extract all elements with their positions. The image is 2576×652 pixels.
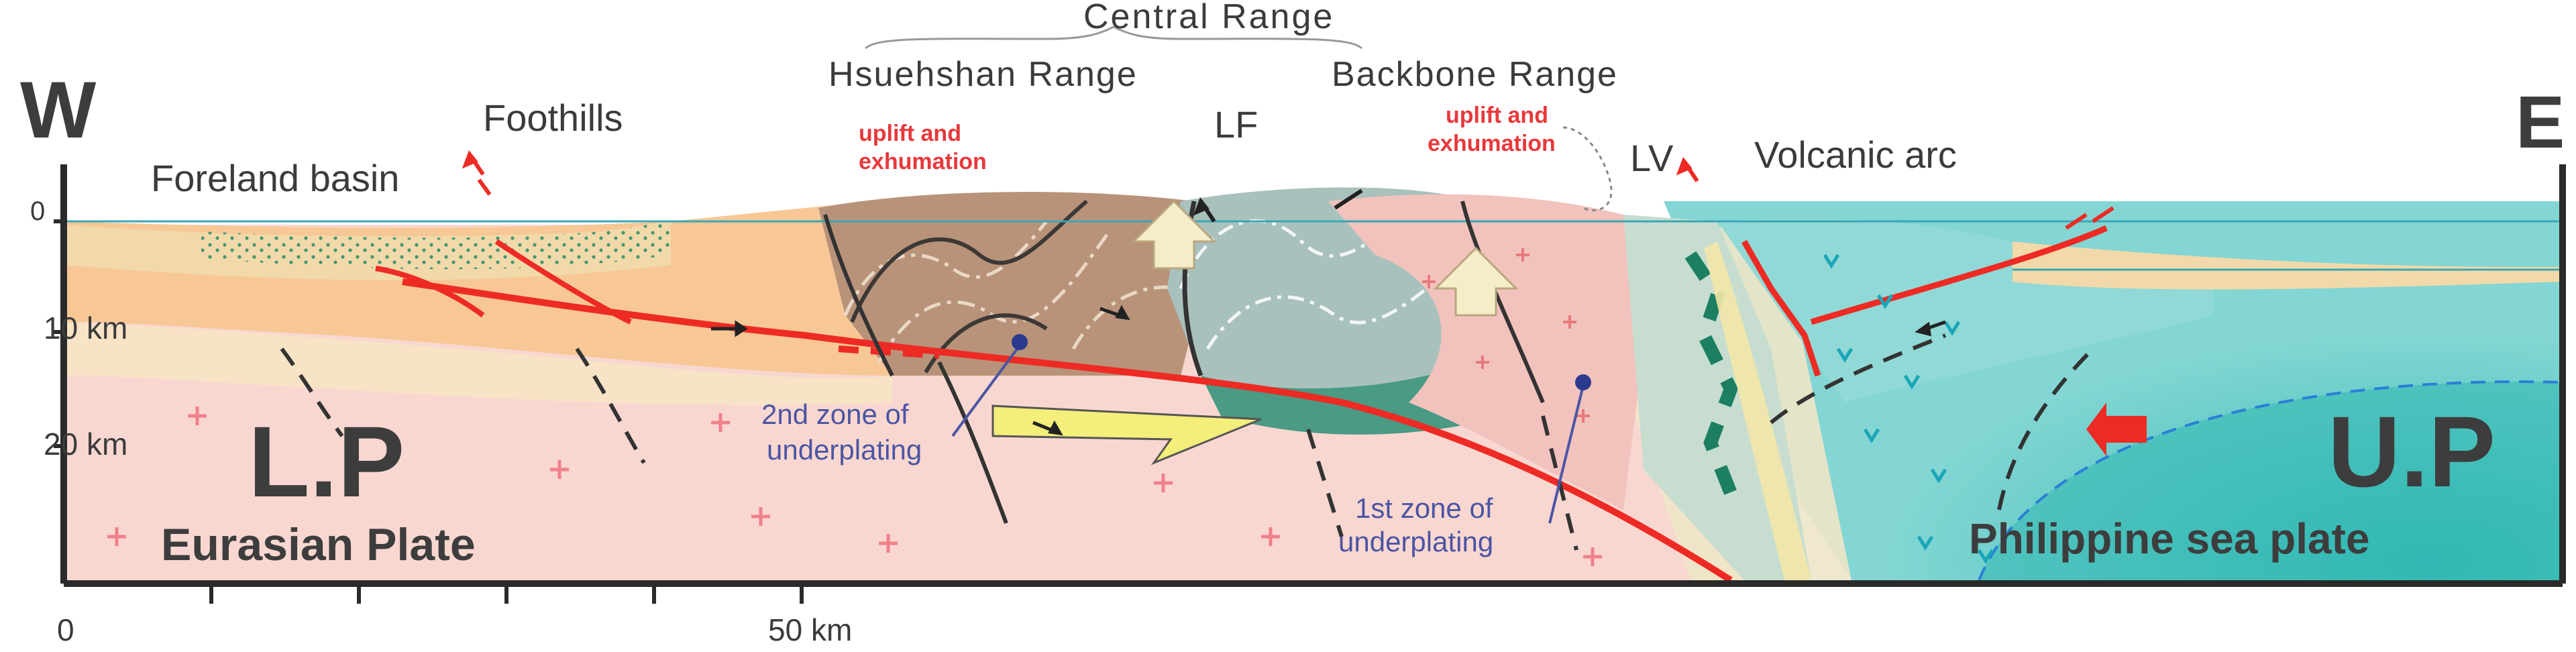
underplating-2-dot (1012, 334, 1028, 350)
slip-arrows (711, 305, 1946, 436)
eastern-belt-yellow (1704, 241, 1811, 580)
eurasian-plate-crosses (107, 406, 1602, 566)
depth-tick-10km: 10 km (44, 311, 127, 345)
foreland-basin-dots (201, 221, 671, 270)
label-lf: LF (1214, 103, 1258, 146)
depth-tick-20km: 20 km (44, 427, 127, 461)
underplating-1-dot (1575, 374, 1591, 390)
thrust-fault-2 (375, 266, 485, 318)
philippine-plate-boundary (1978, 380, 2563, 581)
label-lower-plate-abbr: L.P (248, 405, 405, 518)
uplift-arrow-backbone (1433, 246, 1519, 317)
label-uplift-1-line1: uplift and (859, 121, 961, 146)
convergence-arrow (2086, 402, 2147, 456)
label-philippine-plate: Philippine sea plate (1969, 514, 2370, 563)
underplating-1-leader (1548, 385, 1585, 524)
central-range-brace (865, 25, 1362, 50)
backbone-dotted-connector (1562, 126, 1613, 212)
hsuehshan-unit (818, 192, 1208, 376)
backbone-core-crosses (1422, 248, 1590, 423)
dark-fault-deep-2 (1306, 429, 1344, 537)
label-hsuehshan-range: Hsuehshan Range (828, 55, 1138, 94)
label-underplating-1-line1: 1st zone of (1355, 492, 1493, 524)
distance-tick-50km: 50 km (768, 612, 852, 647)
underthrust-yellow-arrow (991, 404, 1262, 466)
uplift-arrow-hsuehshan (1131, 199, 1217, 270)
underplating-2-leader (951, 344, 1021, 437)
label-backbone-range: Backbone Range (1332, 55, 1618, 94)
distance-axis-ticks (209, 584, 804, 604)
dark-fault-arc-2 (1997, 347, 2095, 510)
decollement-dashed (838, 345, 940, 359)
label-central-range: Central Range (1083, 0, 1334, 36)
suture-fault (1741, 239, 1821, 377)
label-underplating-1-line2: underplating (1338, 526, 1493, 557)
label-lv: LV (1630, 137, 1674, 179)
label-underplating-2-line2: underplating (767, 434, 922, 466)
direction-east: E (2516, 81, 2565, 164)
thrust-fault-1 (494, 239, 632, 325)
depth-axis-ticks (54, 219, 64, 448)
backbone-metamorphic-core (1328, 194, 1644, 510)
foreland-deep-layer (64, 322, 892, 405)
label-uplift-2-line1: uplift and (1446, 103, 1548, 128)
label-foreland-basin: Foreland basin (151, 157, 399, 199)
label-underplating-2-line1: 2nd zone of (761, 398, 909, 430)
foreland-right-sediment (2012, 241, 2563, 290)
direction-west: W (20, 65, 97, 155)
volcanic-arc-chevrons (1823, 254, 1994, 564)
label-upper-plate-abbr: U.P (2328, 395, 2496, 508)
dark-fault-arc (1770, 333, 1947, 425)
depth-tick-0: 0 (30, 197, 45, 226)
label-uplift-1-line2: exhumation (859, 149, 987, 174)
arc-fault (1810, 225, 2108, 325)
label-foothills: Foothills (483, 97, 623, 139)
label-uplift-2-line2: exhumation (1428, 131, 1556, 156)
dark-fault-west-1 (280, 347, 344, 437)
label-eurasian-plate: Eurasian Plate (161, 519, 476, 570)
philippine-plate-inner (1979, 381, 2563, 580)
label-volcanic-arc: Volcanic arc (1754, 133, 1957, 176)
distance-tick-0: 0 (57, 612, 74, 647)
dark-fault-west-2 (575, 347, 646, 464)
fault-offset-arrows (462, 150, 2114, 230)
dark-fault-deep-1 (937, 361, 1008, 525)
lf-offset-arrows (1193, 188, 1363, 223)
dark-fault-hsuehshan (823, 214, 894, 377)
